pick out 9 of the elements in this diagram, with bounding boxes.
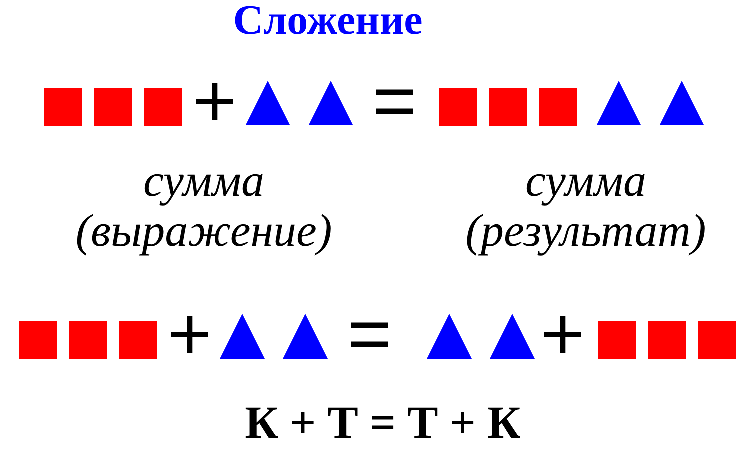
formula-text: К + Т = Т + К bbox=[245, 400, 521, 446]
plus-sign: + bbox=[192, 64, 238, 140]
plus-sign: + bbox=[168, 297, 212, 373]
plus-sign: + bbox=[540, 297, 586, 373]
title: Сложение bbox=[233, 0, 423, 42]
term-label: сумма (выражение) bbox=[76, 156, 332, 256]
equals-sign: = bbox=[348, 297, 392, 373]
equals-sign: = bbox=[372, 64, 418, 140]
term-label: сумма (результат) bbox=[466, 156, 706, 256]
